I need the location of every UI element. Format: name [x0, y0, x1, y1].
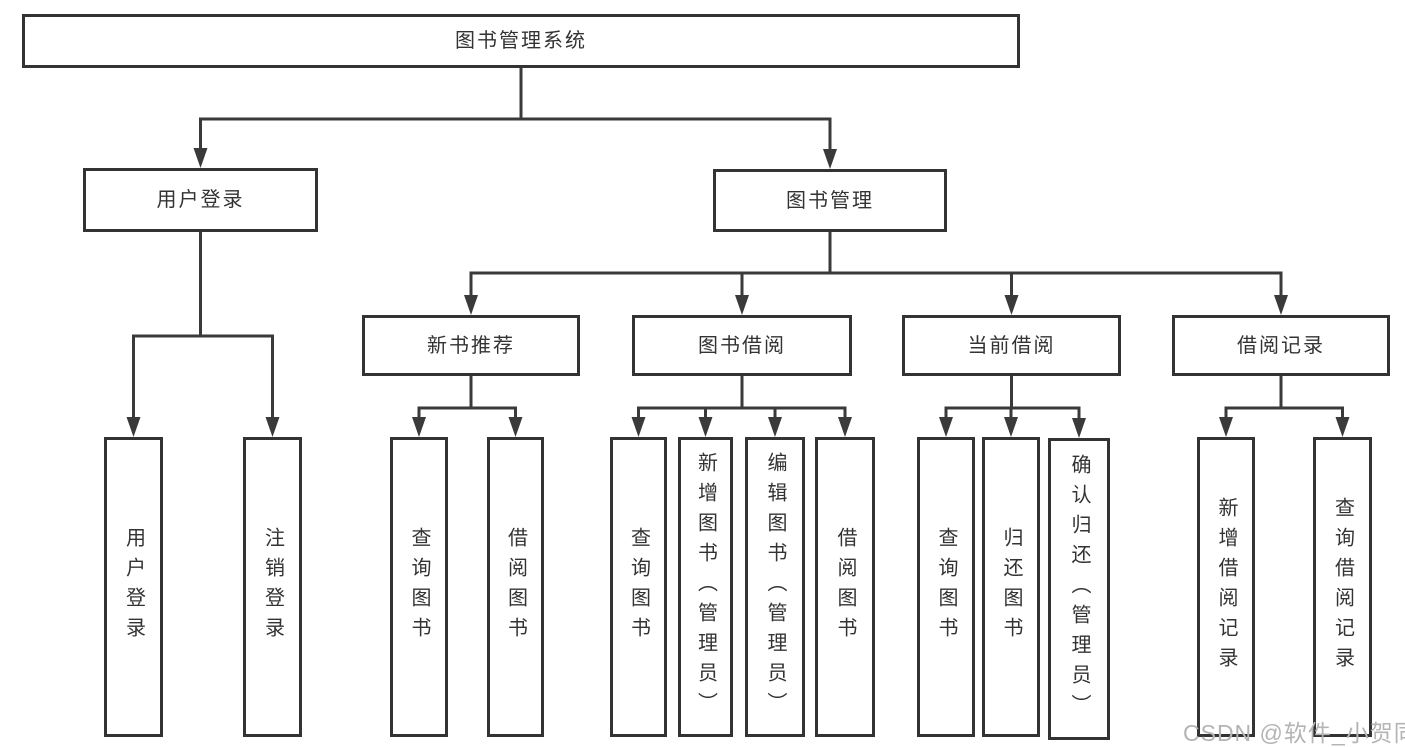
node-label-leaf-search-book-borrow: 查询图书 [627, 527, 650, 647]
arrowhead-icon [193, 148, 208, 168]
arrowhead-icon [838, 417, 852, 437]
node-user-login: 用户登录 [83, 168, 318, 232]
node-label-leaf-user-login: 用户登录 [122, 527, 145, 647]
arrowhead-icon [1072, 418, 1086, 438]
node-label-borrow-record: 借阅记录 [1237, 334, 1325, 357]
arrowhead-icon [464, 295, 478, 315]
node-leaf-user-login: 用户登录 [104, 437, 163, 737]
node-root: 图书管理系统 [22, 14, 1020, 68]
node-label-user-login: 用户登录 [156, 189, 245, 211]
node-book-borrow: 图书借阅 [632, 315, 852, 376]
watermark: CSDN @软件_小贺同学 [1183, 720, 1405, 746]
arrowhead-icon [1274, 295, 1288, 315]
node-label-leaf-return-book: 归还图书 [1000, 527, 1022, 647]
node-leaf-search-book-borrow: 查询图书 [610, 437, 667, 737]
node-label-leaf-add-book-admin: 新增图书（管理员） [694, 452, 717, 722]
node-label-leaf-search-book-newrec: 查询图书 [408, 527, 430, 647]
node-leaf-confirm-return-admin: 确认归还（管理员） [1048, 438, 1110, 740]
node-label-leaf-search-book-current: 查询图书 [935, 527, 957, 647]
arrowhead-icon [939, 417, 953, 437]
arrowhead-icon [412, 417, 426, 437]
arrowhead-icon [1004, 295, 1019, 315]
node-leaf-return-book: 归还图书 [982, 437, 1040, 737]
arrowhead-icon [823, 149, 837, 169]
arrowhead-icon [1004, 417, 1018, 437]
node-leaf-edit-book-admin: 编辑图书（管理员） [745, 437, 805, 737]
node-label-leaf-add-borrow-record: 新增借阅记录 [1215, 497, 1237, 677]
node-leaf-add-borrow-record: 新增借阅记录 [1197, 437, 1255, 737]
arrowhead-icon [508, 417, 523, 437]
node-leaf-search-book-current: 查询图书 [917, 437, 975, 737]
node-label-leaf-search-borrow-record: 查询借阅记录 [1331, 497, 1354, 677]
node-leaf-search-borrow-record: 查询借阅记录 [1313, 437, 1372, 737]
node-label-leaf-edit-book-admin: 编辑图书（管理员） [764, 452, 786, 722]
node-current-borrow: 当前借阅 [902, 315, 1121, 376]
node-leaf-search-book-newrec: 查询图书 [390, 437, 448, 737]
node-leaf-add-book-admin: 新增图书（管理员） [678, 437, 733, 737]
node-label-book-mgmt: 图书管理 [786, 189, 874, 212]
node-book-mgmt: 图书管理 [713, 169, 947, 232]
arrowhead-icon [768, 417, 782, 437]
node-label-current-borrow: 当前借阅 [967, 334, 1056, 357]
node-label-leaf-borrow-book-newrec: 借阅图书 [504, 527, 527, 647]
node-label-leaf-confirm-return-admin: 确认归还（管理员） [1068, 454, 1090, 724]
node-new-book-rec: 新书推荐 [362, 315, 580, 376]
node-leaf-borrow-book-newrec: 借阅图书 [487, 437, 544, 737]
node-label-new-book-rec: 新书推荐 [427, 334, 515, 357]
node-label-book-borrow: 图书借阅 [698, 334, 786, 357]
arrowhead-icon [1335, 417, 1350, 437]
arrowhead-icon [265, 417, 280, 437]
node-label-leaf-logout: 注销登录 [261, 527, 284, 647]
arrowhead-icon [735, 295, 749, 315]
node-leaf-borrow-book-borrow: 借阅图书 [815, 437, 875, 737]
node-label-leaf-borrow-book-borrow: 借阅图书 [834, 527, 856, 647]
arrowhead-icon [126, 417, 141, 437]
node-borrow-record: 借阅记录 [1172, 315, 1390, 376]
arrowhead-icon [631, 417, 646, 437]
node-leaf-logout: 注销登录 [243, 437, 302, 737]
node-label-root: 图书管理系统 [455, 30, 587, 52]
arrowhead-icon [698, 417, 713, 437]
arrowhead-icon [1219, 417, 1233, 437]
